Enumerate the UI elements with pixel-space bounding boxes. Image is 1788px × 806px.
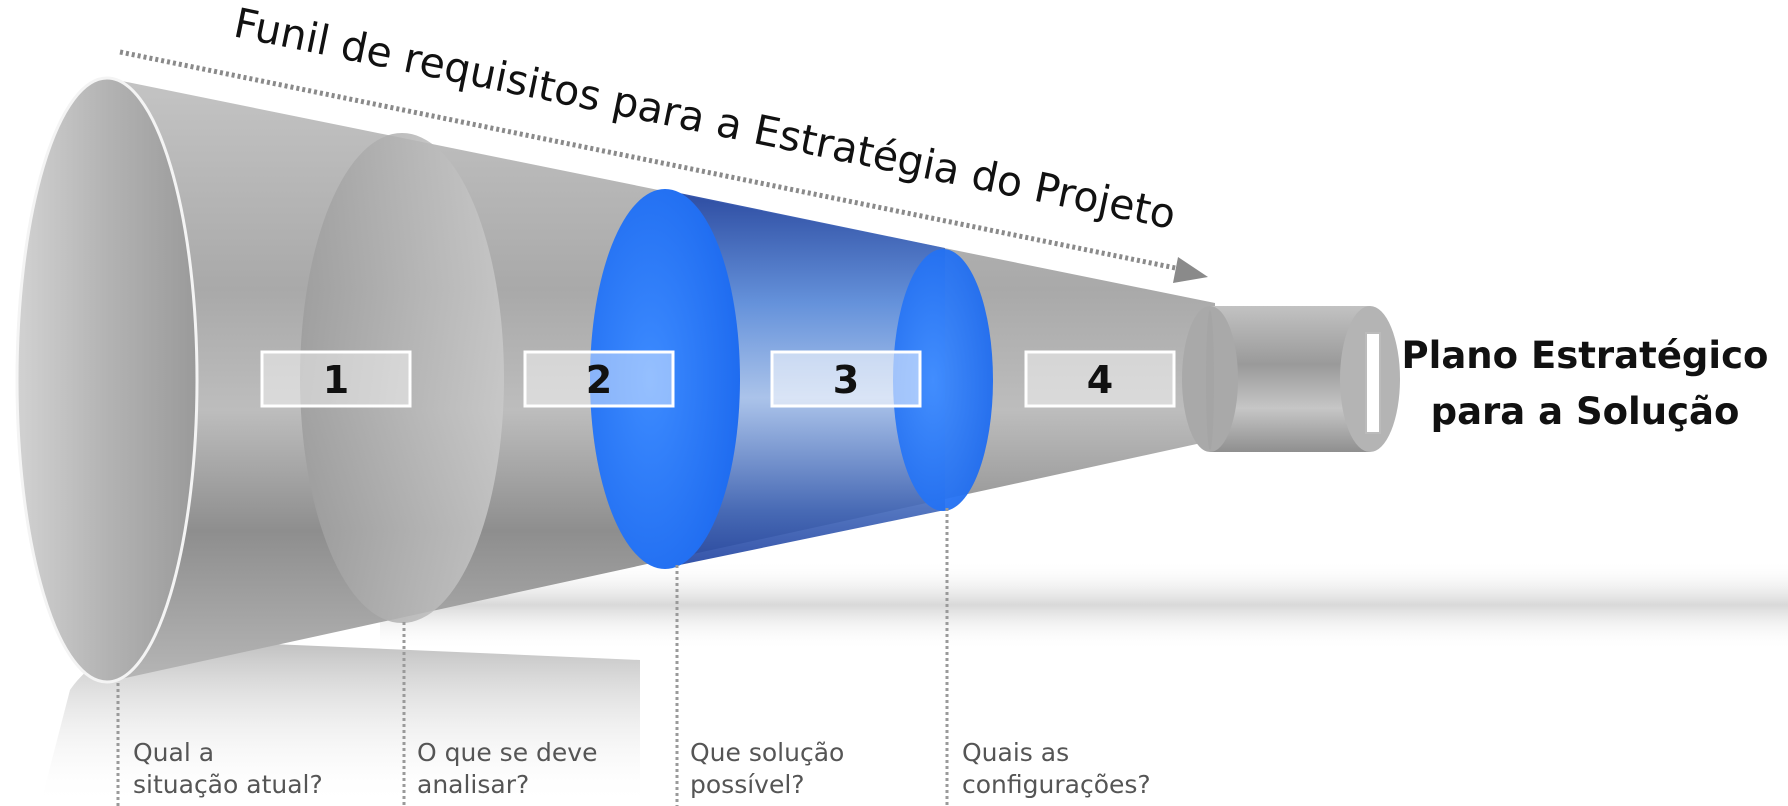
funnel-ring-4 [1206,310,1214,450]
stage-question-2-line1: O que se deve [417,738,598,767]
funnel-reflection [40,640,640,806]
floor-shadow [380,560,1788,650]
stage-number-3: 3 [833,358,859,402]
stage-box-3 [770,350,922,408]
stage-question-1-line2: situação atual? [133,770,323,799]
stage-question-4: Quais as configurações? [962,737,1151,801]
stage-question-2: O que se deve analisar? [417,737,597,801]
stage-box-2 [523,350,675,408]
stage-question-2-line2: analisar? [417,770,530,799]
stage-question-3-line2: possível? [690,770,805,799]
stage-box-1 [260,350,412,408]
funnel-outlet [1365,332,1381,434]
stage-number-4: 4 [1087,358,1113,402]
funnel-outcome-line2: para a Solução [1430,390,1740,433]
funnel-neck-front [1182,306,1238,452]
stage-question-4-line1: Quais as [962,738,1070,767]
funnel-outcome: Plano Estratégico para a Solução [1400,328,1770,440]
stage-box-4 [1024,350,1176,408]
funnel-direction-arrow [119,49,1200,276]
stage-question-1-line1: Qual a [133,738,215,767]
stage-question-4-line2: configurações? [962,770,1151,799]
highlight-ring-back [893,249,993,511]
funnel-mouth [15,76,199,684]
funnel-ring-1 [300,133,504,623]
arrow-head [1173,257,1208,283]
stage-number-2: 2 [586,358,612,402]
stage-question-3: Que solução possível? [690,737,844,801]
highlight-ring-front [590,189,740,569]
funnel-outcome-line1: Plano Estratégico [1401,334,1769,377]
stage-question-1: Qual a situação atual? [133,737,323,801]
stage-number-1: 1 [323,358,349,402]
stage-question-3-line1: Que solução [690,738,845,767]
